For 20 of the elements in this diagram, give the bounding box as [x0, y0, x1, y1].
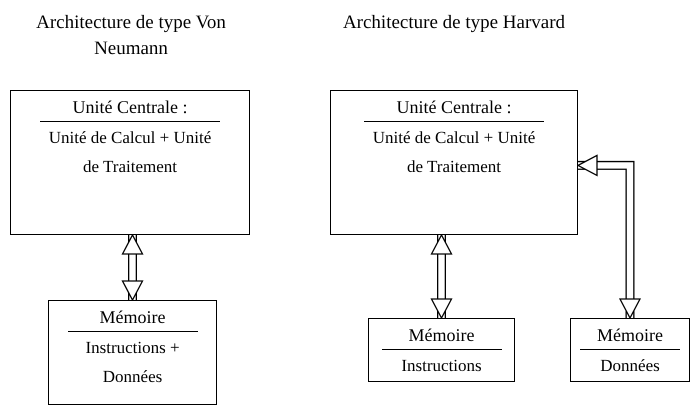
- block-box: [48, 300, 217, 405]
- block-box: [368, 318, 515, 382]
- block-box: [570, 318, 690, 382]
- box-heading: Unité Centrale :: [364, 95, 544, 122]
- box-heading: Mémoire: [382, 323, 502, 350]
- box-heading: Mémoire: [68, 305, 198, 332]
- box-heading: Unité Centrale :: [40, 95, 220, 122]
- double-arrow: [430, 234, 452, 319]
- diagram-heading: Architecture de type Harvard: [342, 11, 566, 35]
- box-body: Données: [599, 355, 661, 377]
- box-heading: Mémoire: [580, 323, 680, 350]
- double-arrow: [577, 154, 641, 319]
- double-arrow: [122, 234, 144, 301]
- diagram-heading: Architecture de type Von Neumann: [35, 11, 227, 61]
- box-body: Unité de Calcul + Unité de Traitement: [48, 127, 212, 178]
- box-body: Instructions + Données: [84, 337, 181, 388]
- box-body: Unité de Calcul + Unité de Traitement: [372, 127, 536, 178]
- block-box: [330, 90, 578, 235]
- box-body: Instructions: [400, 355, 483, 377]
- block-box: [10, 90, 250, 235]
